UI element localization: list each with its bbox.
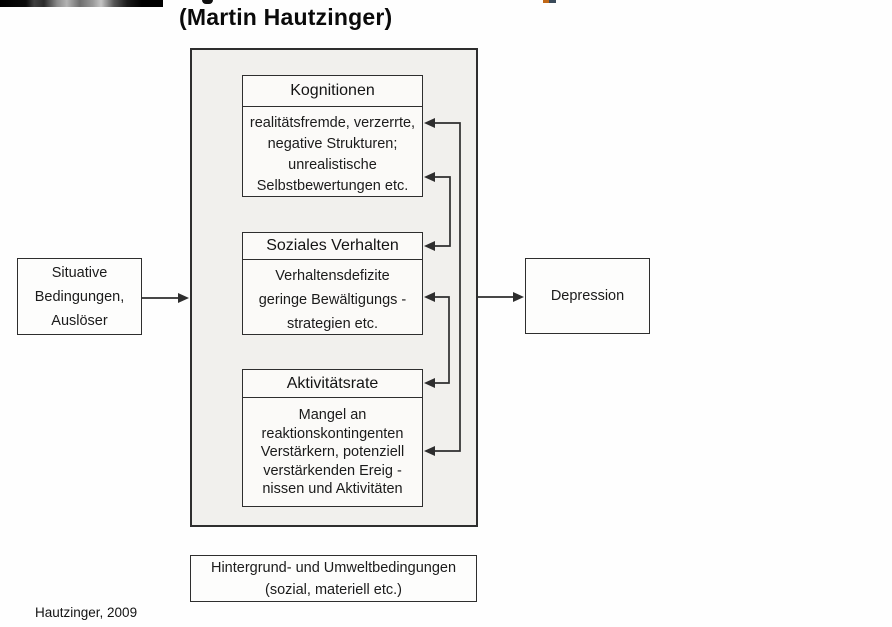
box-hintergrund-umweltbedingungen: Hintergrund- und Umweltbedingungen (sozi… bbox=[190, 555, 477, 602]
box-soziales-verhalten: Soziales Verhalten Verhaltensdefizite ge… bbox=[242, 232, 423, 335]
soziales-verhalten-body: Verhaltensdefizite geringe Bewältigungs … bbox=[258, 268, 407, 332]
aktivitaetsrate-header: Aktivitätsrate bbox=[243, 370, 422, 398]
slide-title: (Martin Hautzinger) bbox=[179, 4, 393, 30]
cropped-title-fragment-logo bbox=[543, 0, 556, 3]
kognitionen-header: Kognitionen bbox=[243, 76, 422, 107]
cropped-photo-strip bbox=[0, 0, 163, 7]
arrow-situative-to-model bbox=[142, 293, 189, 303]
box-depression: Depression bbox=[525, 258, 650, 334]
arrow-model-to-depression bbox=[478, 292, 524, 302]
credit-text: Hautzinger, 2009 bbox=[35, 605, 138, 620]
soziales-verhalten-header: Soziales Verhalten bbox=[243, 233, 422, 260]
cropped-title-fragment-descender bbox=[202, 0, 213, 4]
kognitionen-body: realitätsfremde, verzerrte, negative Str… bbox=[249, 115, 416, 194]
box-kognitionen: Kognitionen realitätsfremde, verzerrte, … bbox=[242, 75, 423, 197]
box-aktivitaetsrate: Aktivitätsrate Mangel an reaktionskontin… bbox=[242, 369, 423, 507]
box-situative-bedingungen: Situative Bedingungen, Auslöser bbox=[17, 258, 142, 335]
aktivitaetsrate-body: Mangel an reaktionskontingenten Verstärk… bbox=[260, 407, 405, 497]
